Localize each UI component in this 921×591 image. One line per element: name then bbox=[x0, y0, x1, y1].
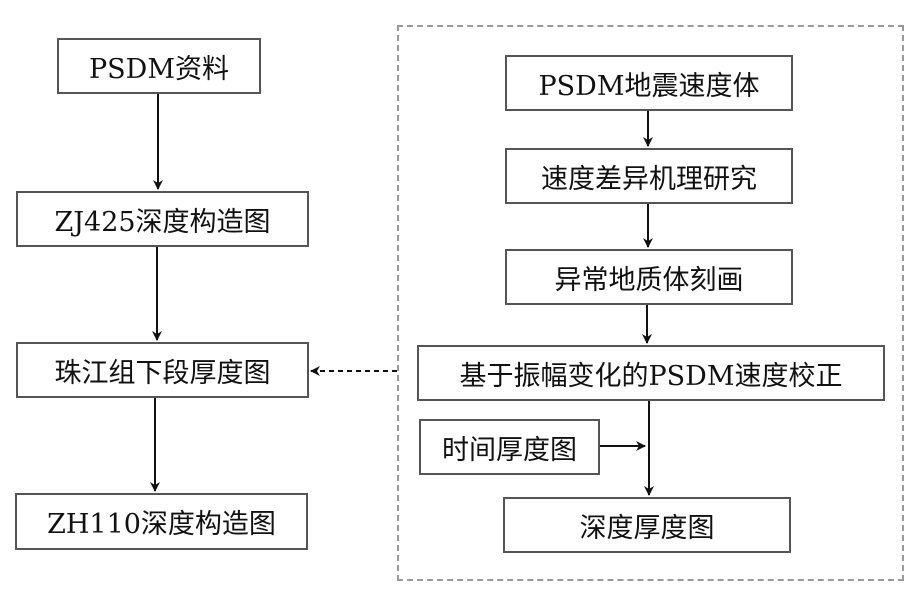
right-group-dashed-frame bbox=[397, 25, 904, 581]
node-label: 基于振幅变化的PSDM速度校正 bbox=[459, 360, 843, 392]
node-label: 珠江组下段厚度图 bbox=[54, 357, 271, 389]
node-zhujiang-lower-thickness-map: 珠江组下段厚度图 bbox=[16, 342, 309, 398]
node-label: 时间厚度图 bbox=[442, 434, 577, 466]
node-time-thickness-map: 时间厚度图 bbox=[419, 419, 600, 475]
node-zj425-depth-map: ZJ425深度构造图 bbox=[16, 191, 309, 247]
node-depth-thickness-map: 深度厚度图 bbox=[503, 497, 791, 553]
node-label: PSDM资料 bbox=[89, 53, 229, 85]
node-velocity-difference-study: 速度差异机理研究 bbox=[505, 148, 793, 204]
node-psdm-velocity-volume: PSDM地震速度体 bbox=[505, 55, 793, 111]
node-label: ZJ425深度构造图 bbox=[54, 206, 271, 238]
node-label: 深度厚度图 bbox=[579, 512, 715, 544]
node-label: 异常地质体刻画 bbox=[554, 264, 744, 296]
node-anomaly-body-delineation: 异常地质体刻画 bbox=[505, 249, 793, 305]
node-amplitude-velocity-correction: 基于振幅变化的PSDM速度校正 bbox=[417, 345, 885, 401]
node-label: PSDM地震速度体 bbox=[538, 70, 760, 102]
node-label: ZH110深度构造图 bbox=[47, 509, 276, 540]
node-psdm-data: PSDM资料 bbox=[57, 38, 261, 94]
node-label: 速度差异机理研究 bbox=[541, 163, 757, 195]
node-zh110-depth-map: ZH110深度构造图 bbox=[15, 493, 308, 550]
